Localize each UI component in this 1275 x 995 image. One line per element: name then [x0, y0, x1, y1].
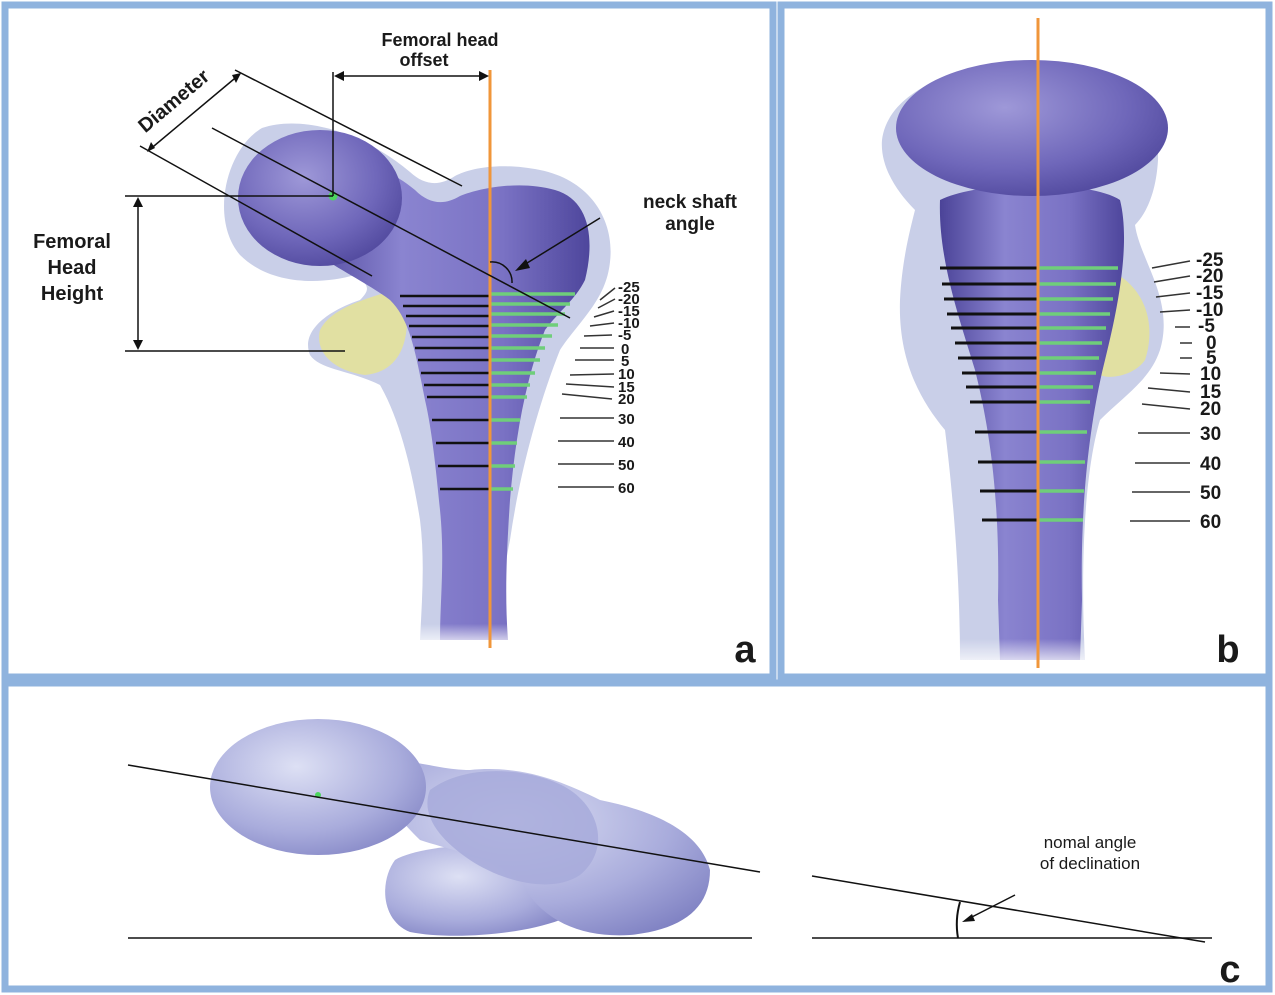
panel-a-letter: a — [734, 629, 756, 671]
declination-arrow — [966, 895, 1015, 920]
label-diameter: Diameter — [134, 65, 214, 137]
panel-c: nomal angle of declination c — [128, 719, 1241, 991]
declination-line — [812, 876, 1205, 942]
tick-b: 40 — [1200, 454, 1221, 475]
label-height-line3: Height — [41, 283, 104, 305]
panel-b-letter: b — [1216, 629, 1239, 671]
label-declination-line1: nomal angle — [1044, 833, 1137, 852]
femoral-head-a — [238, 130, 402, 266]
label-height-line2: Head — [48, 257, 97, 279]
tick-a: 20 — [618, 391, 635, 408]
tick-labels-a: -25 -20 -15 -10 -5 0 5 10 15 20 30 40 50… — [618, 279, 640, 497]
label-height-line1: Femoral — [33, 231, 111, 253]
tick-b: 30 — [1200, 424, 1221, 445]
label-neck-shaft-line1: neck shaft — [643, 192, 738, 213]
label-neck-shaft-line2: angle — [665, 214, 715, 235]
tick-b: 50 — [1200, 483, 1221, 504]
panel-b: -25 -20 -15 -10 -5 0 5 10 15 20 30 40 50… — [882, 18, 1240, 671]
tick-a: 30 — [618, 411, 635, 428]
tick-a: 60 — [618, 480, 635, 497]
tick-labels-b: -25 -20 -15 -10 -5 0 5 10 15 20 30 40 50… — [1196, 250, 1224, 533]
label-offset-line2: offset — [400, 50, 449, 70]
declination-arc — [957, 902, 960, 938]
panel-a: -25 -20 -15 -10 -5 0 5 10 15 20 30 40 50… — [33, 30, 756, 671]
femoral-head-b — [896, 60, 1168, 196]
tick-b: 20 — [1200, 399, 1221, 420]
label-declination-line2: of declination — [1040, 854, 1140, 873]
tick-a: 50 — [618, 457, 635, 474]
femoral-head-c — [210, 719, 426, 855]
tick-a: 40 — [618, 434, 635, 451]
tick-b: 60 — [1200, 512, 1221, 533]
panel-c-letter: c — [1219, 949, 1240, 991]
femur-c — [210, 719, 710, 936]
label-offset-line1: Femoral head — [381, 30, 498, 50]
